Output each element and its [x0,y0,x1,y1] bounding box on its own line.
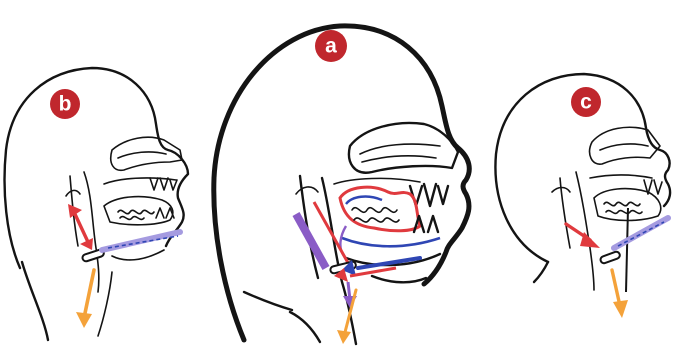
panel-a-badge: a [315,30,347,62]
panel-b-head: b [5,68,188,340]
panel-b-red-arrow [68,204,93,250]
panel-b-neck-back [22,262,48,340]
panel-c-hyoid [600,251,621,264]
panel-c-head: c [495,74,670,318]
panel-a-purple-band [296,214,326,268]
panel-a-head: a [214,26,469,344]
panel-a-tongue-texture [352,208,399,222]
panel-a-nasal-cavity [349,123,458,173]
panel-c-nasal-cavity [590,127,660,164]
panel-b-orange-arrow [76,270,94,328]
panel-b-label: b [59,93,72,116]
panel-b-nasal-cavity [111,137,182,170]
panel-a-head-outline [214,26,469,340]
panel-b-badge: b [50,89,80,119]
panel-a-label: a [325,35,337,58]
panel-b-tongue [104,197,173,225]
panel-c-red-arrow [566,224,600,248]
panel-c-badge: c [571,87,601,117]
panel-b-upper-jaw [104,178,176,184]
panel-c-purple-band [614,218,668,248]
panel-c-label: c [580,91,592,114]
